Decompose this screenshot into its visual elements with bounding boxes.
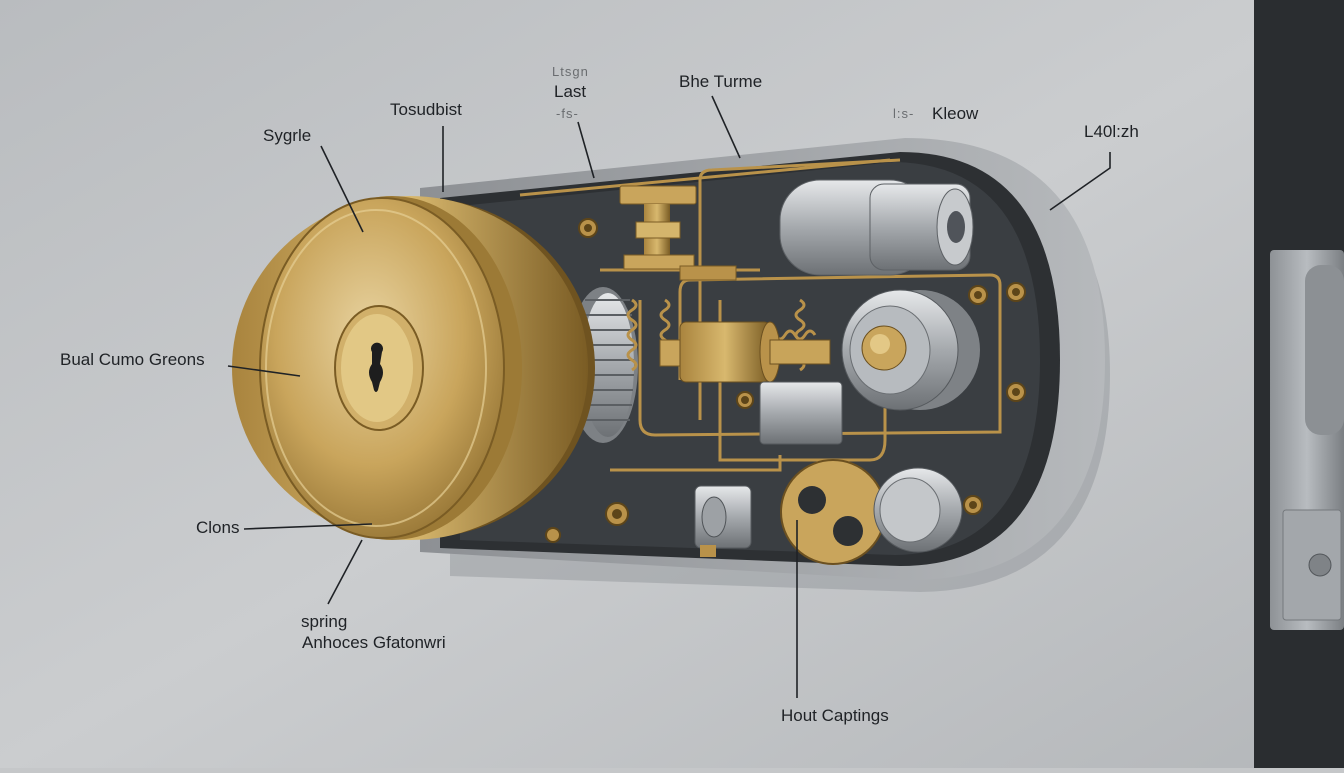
label-cylinder: Bual Cumo Greons bbox=[60, 350, 205, 369]
label-tosudbist: Tosudbist bbox=[390, 100, 462, 119]
label-last: Last bbox=[554, 82, 587, 101]
steel-cylinder-top bbox=[779, 179, 974, 276]
label-spring: spring bbox=[301, 612, 348, 631]
label-anhoces: Anhoces Gfatonwri bbox=[302, 633, 446, 652]
label-latch: L40l:zh bbox=[1084, 122, 1139, 141]
brass-cylinder-knob bbox=[232, 196, 595, 540]
label-kleow: Kleow bbox=[932, 104, 979, 123]
label-the-turn: Bhe Turme bbox=[679, 72, 763, 91]
door-handle bbox=[1305, 265, 1344, 435]
label-hout: Hout Captings bbox=[781, 706, 889, 725]
steel-drum bbox=[841, 289, 980, 411]
leader-lines bbox=[227, 95, 1111, 698]
bottom-parts bbox=[694, 459, 963, 565]
strike-screw bbox=[1308, 553, 1332, 577]
brass-tubes bbox=[519, 158, 1002, 472]
label-top-sub: -fs- bbox=[556, 106, 579, 121]
keyhole bbox=[369, 342, 384, 392]
label-kleow-prefix: l:s- bbox=[893, 106, 915, 121]
label-clons: Clons bbox=[196, 518, 240, 537]
screws bbox=[545, 218, 1026, 543]
actuator-assembly bbox=[619, 185, 737, 281]
label-sygrle: Sygrle bbox=[263, 126, 312, 145]
brass-bolt bbox=[659, 321, 831, 383]
steel-block bbox=[759, 381, 843, 445]
label-top-small: Ltsgn bbox=[552, 64, 589, 79]
